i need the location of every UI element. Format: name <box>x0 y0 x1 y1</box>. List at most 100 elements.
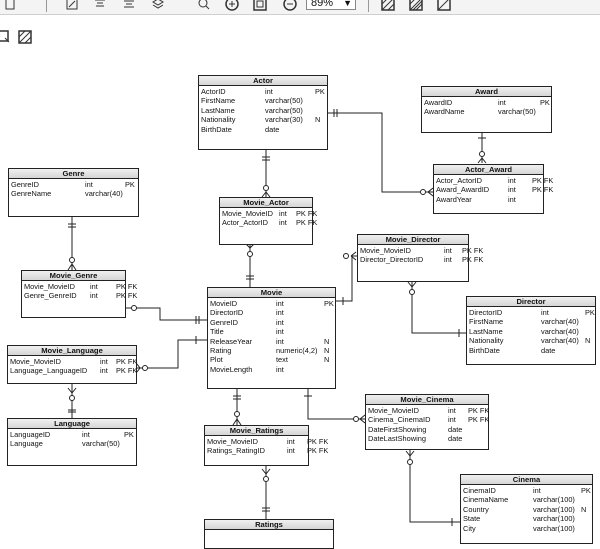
column-type: int <box>287 446 295 456</box>
search-icon[interactable] <box>196 0 212 12</box>
column-type: varchar(30) <box>265 115 303 125</box>
column-key: PK FK <box>116 282 138 291</box>
entity-title: Director <box>467 297 595 307</box>
column-type: int <box>82 430 90 439</box>
pattern-clear-icon[interactable] <box>436 0 452 12</box>
select-tool-icon[interactable] <box>0 30 11 49</box>
column-type: int <box>276 299 284 308</box>
entity-title: Award <box>422 87 551 97</box>
copy-icon[interactable] <box>2 0 18 12</box>
column-key: PK FK <box>532 176 554 185</box>
entity-title: Actor_Award <box>434 165 543 175</box>
hatch-pattern-icon[interactable] <box>380 0 396 12</box>
align-top-icon[interactable] <box>92 0 108 12</box>
entity-ratings[interactable]: Ratings <box>204 519 334 549</box>
column-key: PK FK <box>307 437 329 446</box>
column-name: Nationality <box>469 336 504 346</box>
pattern-fill-icon[interactable] <box>408 0 424 12</box>
column-key: PK FK <box>116 291 138 301</box>
entity-title: Genre <box>9 169 138 179</box>
column-type: varchar(100) <box>533 495 575 505</box>
column-key: PK <box>540 98 550 107</box>
column-type: int <box>279 218 287 228</box>
column-name: Movie_MovieID <box>368 406 419 415</box>
column-name: AwardYear <box>436 194 472 204</box>
column-name: Title <box>210 327 224 337</box>
toolbar-separator <box>368 0 369 12</box>
column-key: N <box>324 345 330 355</box>
column-name: Language <box>10 439 43 449</box>
layers-icon[interactable] <box>150 0 166 12</box>
zoom-out-icon[interactable] <box>282 0 298 12</box>
column-name: State <box>463 514 481 524</box>
column-key: N <box>315 115 321 125</box>
rel-actor-actor-award <box>327 112 433 193</box>
column-name: DirectorID <box>469 308 503 317</box>
pattern-tool-icon[interactable] <box>18 30 32 49</box>
column-key: PK FK <box>116 357 138 366</box>
column-name: CinemaName <box>463 495 509 505</box>
column-name: MovieID <box>210 299 238 308</box>
rel-director-movie-director <box>411 282 466 334</box>
column-name: Director_DirectorID <box>360 255 424 265</box>
column-name: AwardID <box>424 98 453 107</box>
column-type: text <box>276 355 288 365</box>
column-name: MovieLength <box>210 364 253 374</box>
zoom-in-icon[interactable] <box>224 0 240 12</box>
zoom-select[interactable]: 89% ▼ <box>306 0 356 10</box>
fit-page-icon[interactable] <box>252 0 268 12</box>
column-type: int <box>508 176 516 185</box>
entity-title: Movie_Cinema <box>366 395 488 405</box>
column-name: Nationality <box>201 115 236 125</box>
column-type: int <box>498 98 506 107</box>
column-type: int <box>100 366 108 376</box>
column-type: int <box>90 291 98 301</box>
column-key: PK FK <box>462 246 484 255</box>
column-type: int <box>508 194 516 204</box>
column-name: FirstName <box>469 317 504 327</box>
edit-icon[interactable] <box>64 0 80 12</box>
align-center-icon[interactable] <box>121 0 137 12</box>
column-key: PK <box>585 308 595 317</box>
column-type: int <box>276 327 284 337</box>
column-name: City <box>463 523 476 533</box>
column-type: numeric(4,2) <box>276 345 318 355</box>
column-key: PK <box>324 299 334 308</box>
column-type: int <box>100 357 108 366</box>
entity-title: Movie_Director <box>358 235 468 245</box>
column-name: Movie_MovieID <box>360 246 411 255</box>
rel-movie-language-movie <box>137 339 207 369</box>
column-name: GenreName <box>11 189 52 199</box>
